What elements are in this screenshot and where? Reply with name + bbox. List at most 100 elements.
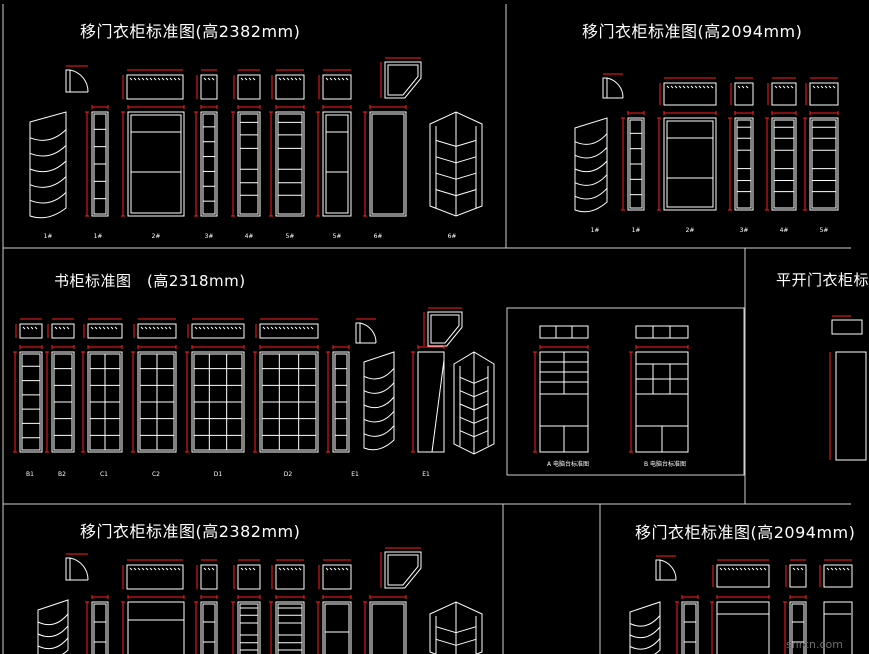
line bbox=[459, 390, 475, 398]
rect bbox=[716, 564, 770, 588]
line bbox=[706, 85, 710, 89]
rect bbox=[237, 601, 261, 654]
line bbox=[140, 326, 144, 330]
label-p1-7: 6# bbox=[374, 233, 383, 240]
line bbox=[240, 77, 244, 81]
door-arc bbox=[659, 559, 677, 581]
line bbox=[298, 326, 302, 330]
line bbox=[731, 567, 735, 571]
line bbox=[252, 567, 256, 571]
plan-b2 bbox=[47, 318, 75, 339]
line bbox=[202, 326, 206, 330]
rect bbox=[277, 603, 303, 654]
line bbox=[248, 77, 252, 81]
plan-wardrobe-p5 bbox=[122, 559, 184, 590]
rect bbox=[655, 559, 661, 581]
rect bbox=[237, 74, 261, 100]
line bbox=[737, 85, 741, 89]
plan-3-p2 bbox=[730, 77, 754, 106]
rect bbox=[716, 601, 770, 654]
line bbox=[173, 77, 177, 81]
line bbox=[141, 567, 145, 571]
label-p1-6: 5# bbox=[333, 233, 342, 240]
label-p3-6: E1 bbox=[351, 471, 359, 478]
line bbox=[282, 567, 286, 571]
door-swing-plan-p5 bbox=[65, 553, 89, 581]
shelf-column-3-p5 bbox=[194, 595, 218, 654]
plan-d1 bbox=[187, 318, 245, 339]
line bbox=[778, 85, 782, 89]
line bbox=[435, 139, 457, 147]
wardrobe-front-2 bbox=[121, 105, 185, 217]
plan-4-p6 bbox=[819, 559, 853, 588]
line bbox=[686, 85, 690, 89]
line bbox=[252, 77, 256, 81]
line bbox=[435, 189, 457, 197]
drawer-unit-5-p5 bbox=[269, 595, 305, 654]
rect bbox=[371, 603, 405, 654]
line bbox=[435, 626, 457, 634]
label-p3-7: E1 bbox=[422, 471, 430, 478]
corner-unit-front-6 bbox=[363, 105, 407, 217]
corner-plan-6 bbox=[380, 57, 422, 99]
line bbox=[682, 85, 686, 89]
line bbox=[473, 376, 489, 384]
line bbox=[325, 77, 329, 81]
corner-shelf bbox=[29, 144, 67, 157]
line bbox=[137, 567, 141, 571]
corner-unit-3d-p5 bbox=[429, 601, 483, 654]
corner-outline bbox=[629, 601, 661, 654]
label-p1-4: 4# bbox=[245, 233, 254, 240]
line bbox=[455, 189, 477, 197]
line bbox=[455, 156, 477, 164]
rect bbox=[539, 325, 589, 339]
label-p3-0: B1 bbox=[26, 471, 34, 478]
line bbox=[745, 85, 749, 89]
label-p2-1: 1# bbox=[632, 227, 641, 234]
line bbox=[226, 326, 230, 330]
line bbox=[337, 567, 341, 571]
door-swing-plan-e1 bbox=[355, 318, 377, 344]
corner-shelf bbox=[37, 625, 69, 638]
corner-shelf bbox=[574, 174, 608, 186]
line bbox=[743, 567, 747, 571]
rect bbox=[65, 69, 71, 93]
rect bbox=[791, 603, 805, 654]
rect bbox=[202, 113, 216, 215]
rect bbox=[681, 601, 699, 654]
line bbox=[203, 77, 207, 81]
line bbox=[157, 77, 161, 81]
plan-4-p5 bbox=[233, 559, 261, 590]
rect bbox=[635, 325, 689, 339]
rect bbox=[191, 351, 245, 453]
line bbox=[455, 626, 477, 634]
label-p2-2: 2# bbox=[686, 227, 695, 234]
door-swing-plan-p6 bbox=[655, 555, 677, 581]
line bbox=[34, 326, 38, 330]
corner-shelf bbox=[574, 187, 608, 200]
line bbox=[782, 85, 786, 89]
line bbox=[459, 403, 475, 411]
rect bbox=[126, 564, 184, 590]
line bbox=[294, 567, 298, 571]
line bbox=[329, 567, 333, 571]
line bbox=[435, 638, 457, 646]
line bbox=[286, 77, 290, 81]
label-p1-5: 5# bbox=[286, 233, 295, 240]
rect bbox=[200, 601, 218, 654]
plan-wardrobe-2 bbox=[122, 69, 184, 100]
line bbox=[310, 326, 314, 330]
door-arc bbox=[359, 322, 377, 344]
corner-shelf bbox=[29, 191, 67, 204]
corner-shelf bbox=[629, 638, 661, 650]
rect bbox=[322, 601, 352, 654]
caption-desk-b: B 电脑台标准图 bbox=[644, 460, 686, 468]
shelf-column-p6 bbox=[675, 595, 699, 654]
line bbox=[747, 567, 751, 571]
rect bbox=[789, 564, 807, 588]
line bbox=[114, 326, 118, 330]
rect bbox=[369, 601, 407, 654]
line bbox=[333, 77, 337, 81]
rect bbox=[200, 74, 218, 100]
rect bbox=[683, 603, 697, 654]
